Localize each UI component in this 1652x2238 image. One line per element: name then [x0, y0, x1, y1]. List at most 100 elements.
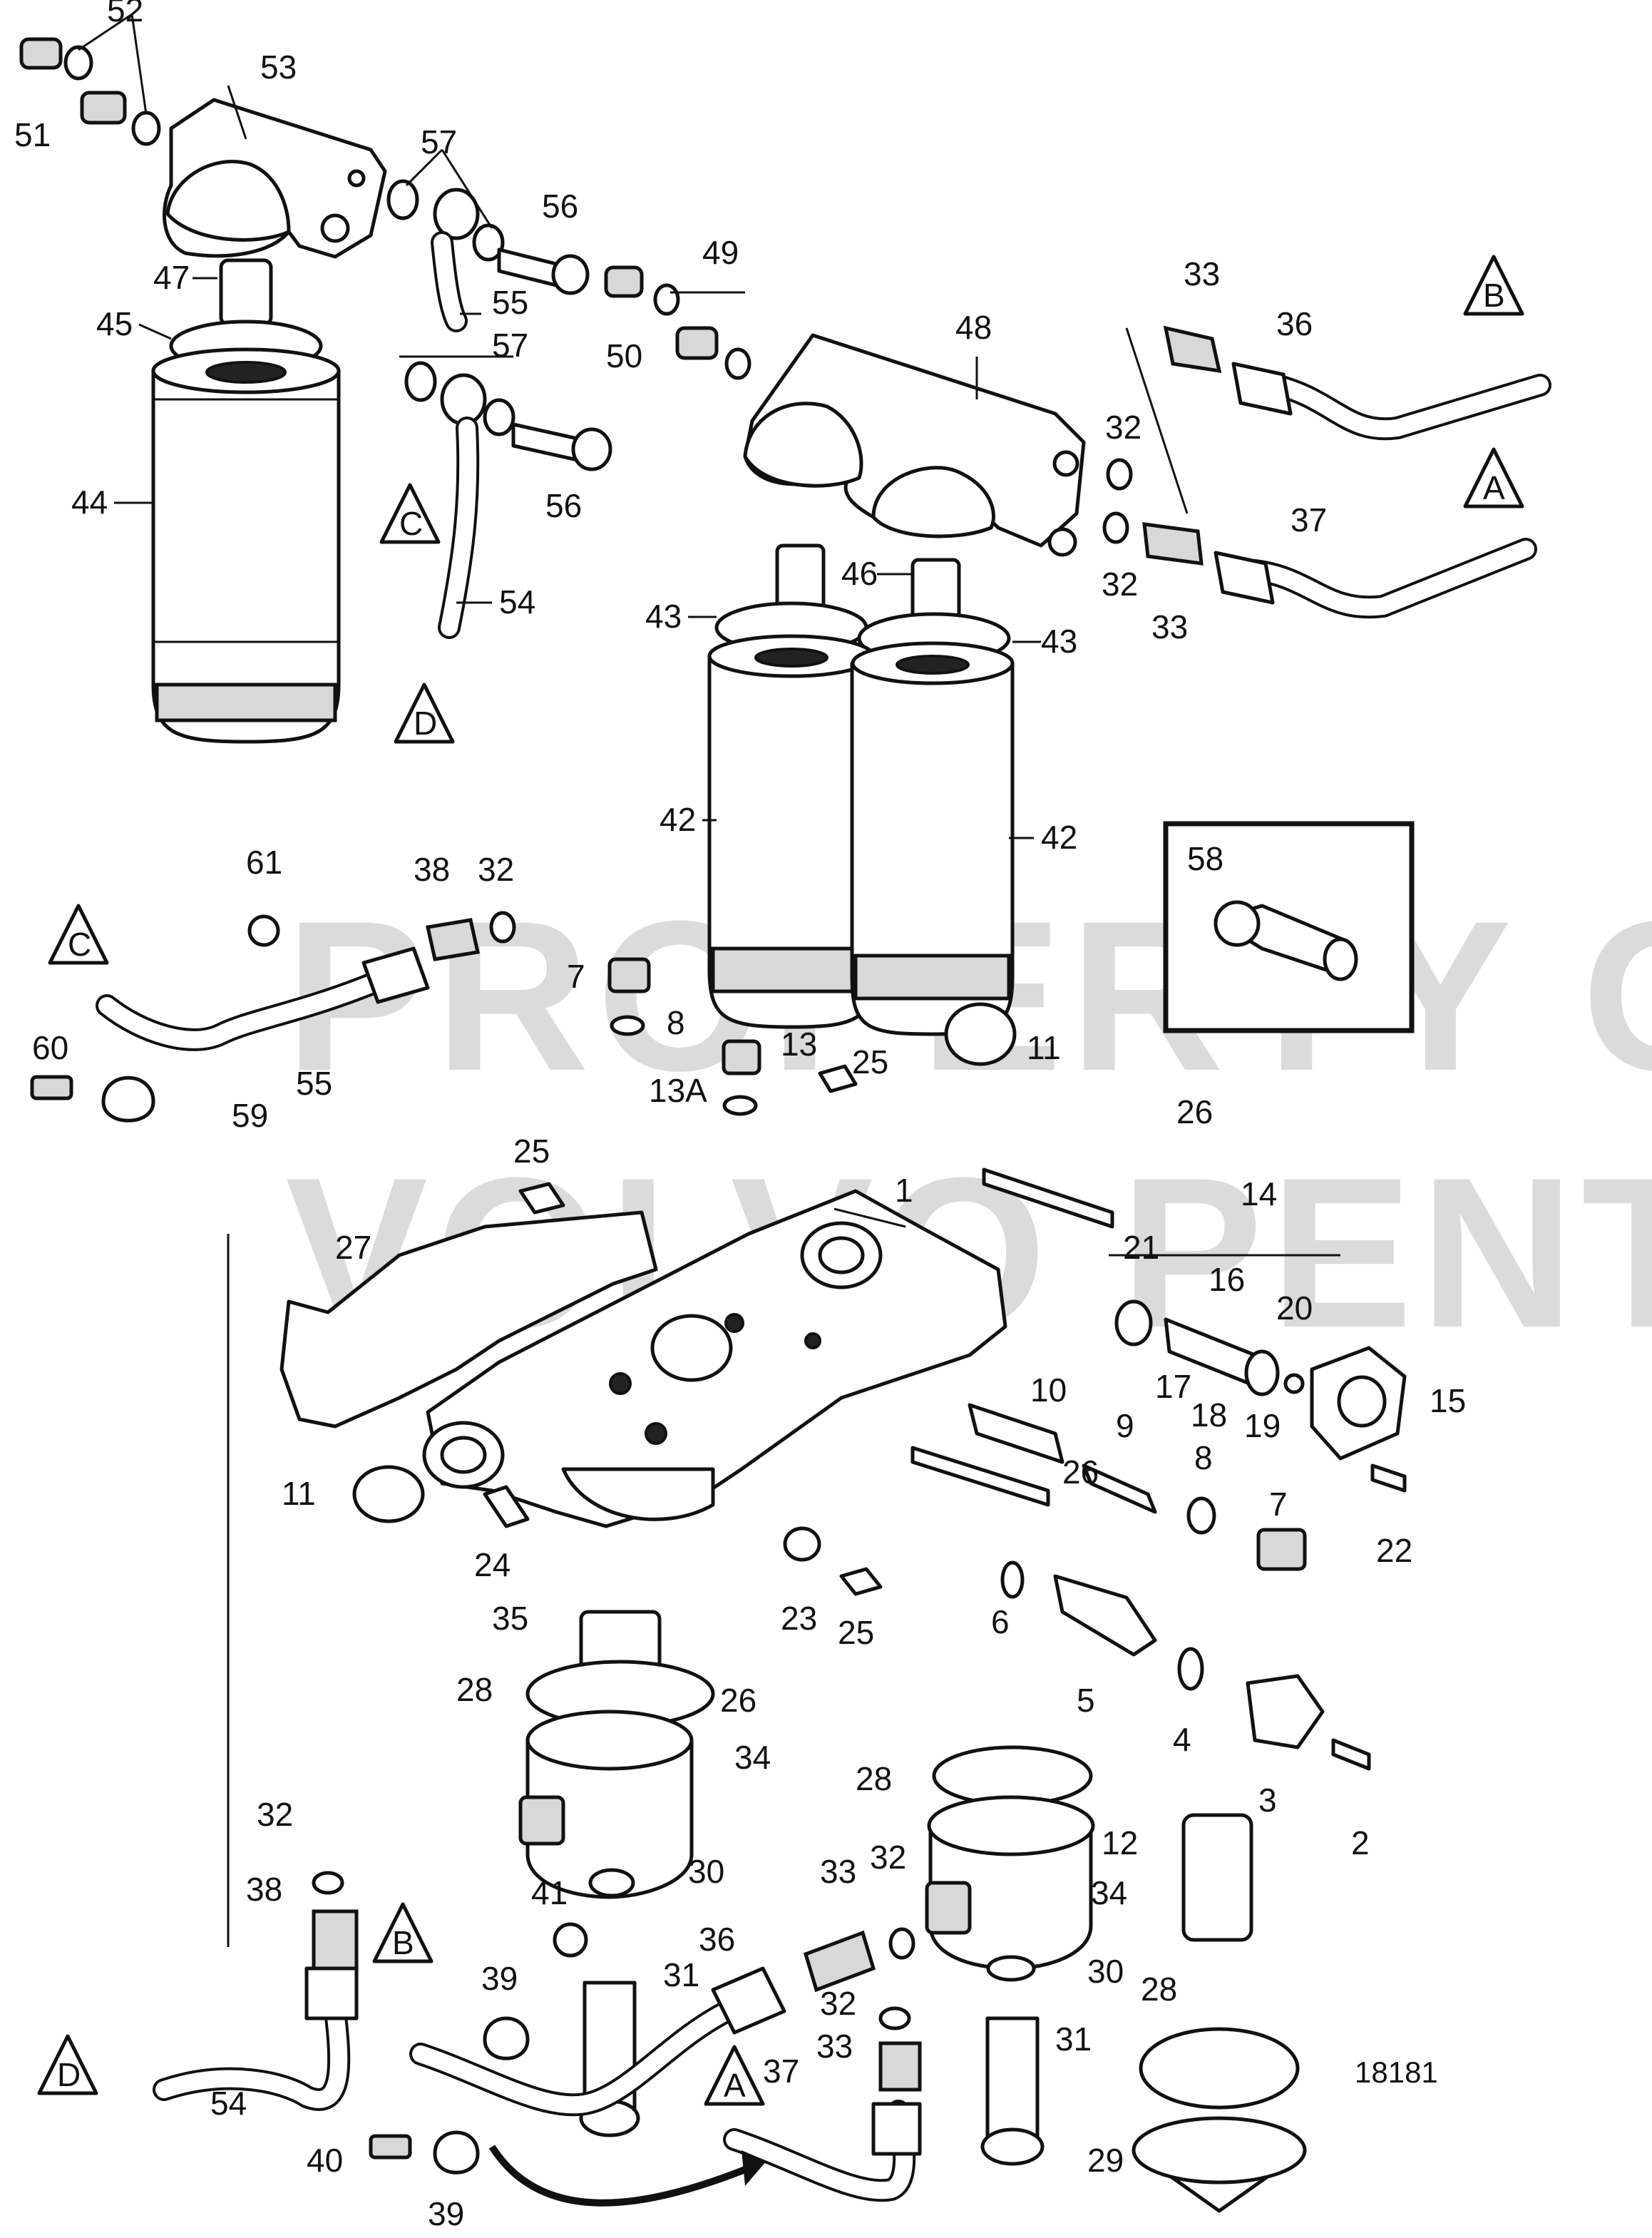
- callout-35: 35: [492, 1600, 528, 1637]
- sleeve-58-end: [1323, 937, 1358, 981]
- adapter-33d: [878, 2041, 922, 2092]
- washer-57c: [404, 361, 437, 402]
- clamp-39a: [483, 2016, 530, 2060]
- callout-41: 41: [531, 1874, 568, 1911]
- leader-lines: [78, 13, 1340, 1947]
- hose-55-mid-inner: [98, 976, 379, 1048]
- plug-51b: [80, 91, 127, 125]
- fittings-51-52: [19, 37, 161, 146]
- washer-19: [1244, 1349, 1280, 1396]
- valve-10: [968, 1403, 1064, 1464]
- twin-head-port-b: [1047, 527, 1077, 557]
- callout-3: 3: [1258, 1782, 1277, 1819]
- callout-60: 60: [32, 1029, 68, 1066]
- oil-filter-42b: [850, 661, 1015, 1036]
- sleeve-58-collar: [1214, 900, 1261, 947]
- left-middle-hose: [30, 911, 516, 1123]
- leader-52b: [130, 14, 148, 115]
- plug-7b: [1256, 1528, 1307, 1571]
- callout-10: 10: [1030, 1371, 1067, 1409]
- callout-5: 5: [1077, 1682, 1095, 1719]
- callout-17: 17: [1155, 1368, 1191, 1405]
- clamp-39b: [433, 2130, 480, 2175]
- filter-head-53-hole: [347, 169, 366, 188]
- adapter-33c: [803, 1930, 876, 1993]
- callout-32e: 32: [870, 1839, 906, 1876]
- adapter-33b: [1142, 522, 1204, 566]
- adapter-34a-port: [518, 1795, 565, 1846]
- callout-47: 47: [153, 259, 190, 296]
- leader-33-bracket: [1125, 327, 1189, 514]
- pipe-31b: [985, 2016, 1040, 2142]
- callout-55a: 55: [492, 284, 528, 321]
- oil-filter-42a-base: [711, 946, 872, 993]
- twin-head-port-a: [1052, 450, 1079, 477]
- callout-38b: 38: [246, 1871, 282, 1908]
- housing-1-boss: [561, 1467, 715, 1521]
- lower-hoses: [153, 1871, 922, 2207]
- banjo-57b: [440, 373, 487, 426]
- callout-7b: 7: [1269, 1486, 1288, 1523]
- callout-15: 15: [1430, 1382, 1466, 1419]
- callout-32a: 32: [1105, 409, 1141, 446]
- oil-filter-42b-thread: [896, 655, 970, 675]
- bolt-26a: [982, 1167, 1114, 1229]
- washer-49b: [724, 347, 751, 380]
- single-filter-assembly: [151, 98, 387, 744]
- bolt-40: [369, 2134, 412, 2160]
- leader-45: [138, 323, 172, 340]
- callout-33a: 33: [1184, 255, 1220, 292]
- callout-8b: 8: [1194, 1439, 1213, 1476]
- callout-51: 51: [14, 116, 51, 153]
- callout-36b: 36: [699, 1921, 735, 1958]
- callout-50: 50: [606, 337, 642, 374]
- plug-11b: [352, 1465, 425, 1523]
- pipe-31b-nut: [980, 2127, 1045, 2166]
- callout-14: 14: [1241, 1175, 1277, 1212]
- hose-54-top-inner: [441, 419, 477, 636]
- sleeve-23: [783, 1526, 821, 1562]
- callout-25c: 25: [838, 1614, 874, 1651]
- clamp-59: [101, 1075, 155, 1123]
- callout-46: 46: [841, 555, 878, 592]
- washer-49a: [653, 283, 680, 316]
- adapter-34a-top: [525, 1710, 694, 1771]
- leader-1: [833, 1207, 906, 1228]
- washer-41: [553, 1922, 588, 1958]
- washer-57d: [483, 398, 515, 436]
- callout-32c: 32: [478, 851, 514, 888]
- callout-57b: 57: [492, 327, 528, 364]
- ref-triangle-c-top: [379, 483, 441, 544]
- callout-56b: 56: [545, 487, 582, 524]
- filter-head-53-port: [320, 213, 350, 243]
- callout-1: 1: [895, 1172, 913, 1209]
- callout-29: 29: [1087, 2142, 1124, 2179]
- callout-49: 49: [702, 234, 739, 271]
- gasket-27: [279, 1210, 658, 1429]
- callout-16: 16: [1209, 1261, 1245, 1298]
- adapter-38a: [425, 918, 481, 961]
- ref-triangle-c-mid: [48, 904, 109, 965]
- nipple-47: [219, 258, 273, 327]
- ref-letter-b-top: B: [1483, 277, 1505, 314]
- callout-42a: 42: [660, 801, 696, 838]
- callout-11b: 11: [282, 1475, 316, 1512]
- callout-18: 18: [1191, 1396, 1227, 1434]
- callout-31a: 31: [663, 1956, 699, 1993]
- callout-13: 13: [781, 1026, 817, 1063]
- washer-32c: [489, 911, 516, 944]
- callout-32b: 32: [1102, 566, 1138, 603]
- callout-28c: 28: [1141, 1971, 1177, 2008]
- callout-39b: 39: [428, 2195, 464, 2232]
- callouts: 52 51 53 47 45 44 57 56 55 57 56 54 49 5…: [14, 0, 1466, 2232]
- bolt-24: [483, 1485, 530, 1528]
- callout-21: 21: [1123, 1229, 1159, 1266]
- bolt-60: [30, 1075, 73, 1100]
- plug-50a: [604, 265, 644, 298]
- filter-44-base: [155, 683, 337, 722]
- callout-30b: 30: [1087, 1953, 1124, 1990]
- oil-filter-42b-base: [853, 954, 1011, 1001]
- callout-53: 53: [260, 48, 297, 86]
- spring-9: [1082, 1463, 1157, 1514]
- ref-letter-a-bottom: A: [724, 2067, 746, 2104]
